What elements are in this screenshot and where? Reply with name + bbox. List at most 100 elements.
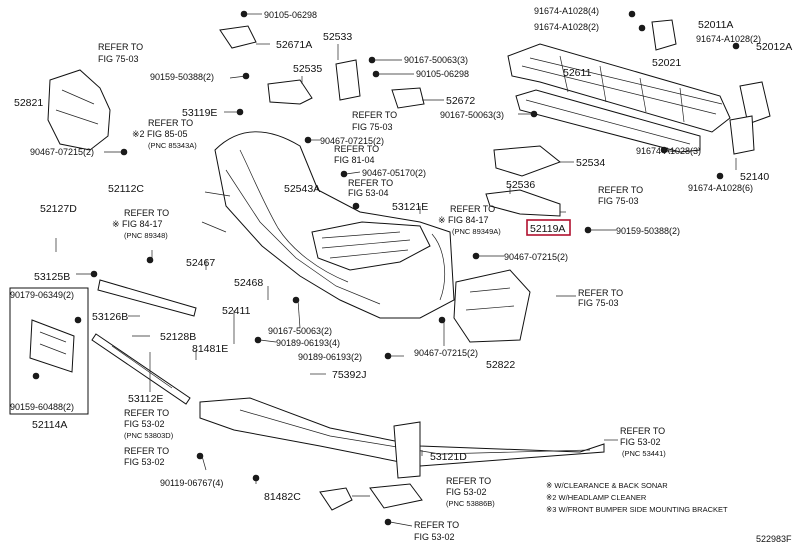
- bolt-label-91674-A1028-3[interactable]: 91674-A1028(3): [636, 146, 701, 156]
- legend-line-1: ※ W/CLEARANCE & BACK SONAR: [546, 481, 668, 490]
- refer-note-line2: FIG 53-02: [124, 457, 165, 467]
- part-label-81481E[interactable]: 81481E: [192, 343, 228, 355]
- refer-note-line2: FIG 75-03: [98, 54, 139, 64]
- part-label-53112E[interactable]: 53112E: [128, 393, 163, 405]
- refer-note-fig81-04[interactable]: REFER TO FIG 81-04: [334, 144, 379, 165]
- part-label-75392J[interactable]: 75392J: [332, 369, 366, 381]
- part-label-52534[interactable]: 52534: [576, 157, 605, 169]
- part-label-52533[interactable]: 52533: [323, 31, 352, 43]
- refer-note-line1: REFER TO: [124, 446, 169, 456]
- refer-note-line1: REFER TO: [578, 288, 623, 298]
- refer-note-fig75-03-topleft[interactable]: REFER TO FIG 75-03: [98, 42, 143, 64]
- refer-note-line2: FIG 75-03: [578, 298, 619, 308]
- refer-note-fig85-05[interactable]: REFER TO ※2 FIG 85-05 (PNC 85343A): [132, 118, 197, 150]
- part-label-52127D[interactable]: 52127D: [40, 203, 77, 215]
- part-label-53125B[interactable]: 53125B: [34, 271, 70, 283]
- refer-note-fig75-03-lowright[interactable]: REFER TO FIG 75-03: [578, 288, 623, 308]
- bolt-label-91674-A1028-6[interactable]: 91674-A1028(6): [688, 183, 753, 193]
- part-label-52467[interactable]: 52467: [186, 257, 215, 269]
- refer-note-line1: REFER TO: [98, 42, 143, 52]
- bumper-cover-sketch: [201, 131, 455, 319]
- legend-line-3: ※3 W/FRONT BUMPER SIDE MOUNTING BRACKET: [546, 505, 728, 514]
- bolt-label-90467-07215-2-c[interactable]: 90467-07215(2): [504, 252, 568, 262]
- refer-note-line2: FIG 53-02: [620, 437, 661, 447]
- bolt-label-90467-07215-2-d[interactable]: 90467-07215(2): [414, 348, 478, 358]
- lamp-81482C-sketch: [319, 487, 353, 511]
- reinforcement-beam-sketch: [507, 43, 731, 133]
- part-label-52140[interactable]: 52140: [740, 171, 769, 183]
- part-label-52021[interactable]: 52021: [652, 57, 681, 69]
- part-label-52535[interactable]: 52535: [293, 63, 322, 75]
- part-label-52119A[interactable]: 52119A: [530, 223, 565, 235]
- refer-note-fig53-02-left[interactable]: REFER TO FIG 53-02: [124, 446, 169, 467]
- part-label-52536[interactable]: 52536: [506, 179, 535, 191]
- bolt-label-90167-50063-3-top[interactable]: 90167-50063(3): [404, 55, 468, 65]
- refer-note-line2: FIG 53-02: [446, 487, 487, 497]
- part-label-81482C[interactable]: 81482C: [264, 491, 301, 503]
- part-label-52672[interactable]: 52672: [446, 95, 475, 107]
- part-label-52114A[interactable]: 52114A: [32, 419, 67, 431]
- leader-lines: [55, 13, 737, 527]
- part-label-52011A[interactable]: 52011A: [698, 19, 733, 31]
- fender-liner-left-sketch: [47, 69, 111, 151]
- bolt-label-91674-A1028-2[interactable]: 91674-A1028(2): [534, 22, 599, 32]
- bolt-label-90159-50388-2-left[interactable]: 90159-50388(2): [150, 72, 214, 82]
- refer-note-line1: REFER TO: [124, 208, 169, 218]
- bolt-label-90119-06767-4[interactable]: 90119-06767(4): [160, 478, 223, 488]
- bracket-52534-sketch: [485, 145, 562, 217]
- bolt-label-91674-A1028-2b[interactable]: 91674-A1028(2): [696, 34, 761, 44]
- part-label-52543A[interactable]: 52543A: [284, 183, 320, 195]
- refer-note-fig53-02-pnc53886B[interactable]: REFER TO FIG 53-02 (PNC 53886B): [446, 476, 495, 508]
- refer-note-fig53-02-bottom[interactable]: REFER TO FIG 53-02: [414, 520, 459, 542]
- refer-note-fig75-03-right[interactable]: REFER TO FIG 75-03: [598, 185, 643, 206]
- part-label-53119E[interactable]: 53119E: [182, 107, 217, 119]
- bolt-label-90159-60488-2[interactable]: 90159-60488(2): [10, 402, 74, 412]
- legend-line-2: ※2 W/HEADLAMP CLEANER: [546, 493, 647, 502]
- side-strips-sketch: [91, 279, 197, 405]
- part-label-52468[interactable]: 52468: [234, 277, 263, 289]
- refer-note-line1: REFER TO: [352, 110, 397, 120]
- bolt-label-90105-06298-mid[interactable]: 90105-06298: [416, 69, 469, 79]
- part-label-53121D[interactable]: 53121D: [430, 451, 467, 463]
- bolt-label-90189-06193-2[interactable]: 90189-06193(2): [298, 352, 362, 362]
- bolt-label-90167-50063-2[interactable]: 90167-50063(2): [268, 326, 332, 336]
- bolt-label-91674-A1028-4[interactable]: 91674-A1028(4): [534, 6, 599, 16]
- refer-note-fig53-04[interactable]: REFER TO FIG 53-04: [348, 178, 393, 198]
- bolt-label-90179-06349-2[interactable]: 90179-06349(2): [10, 290, 74, 300]
- part-label-53121E[interactable]: 53121E: [392, 201, 428, 213]
- refer-note-line1: REFER TO: [620, 426, 665, 436]
- highlight-box-52119A: [526, 219, 571, 236]
- refer-note-line2: ※ FIG 84-17: [438, 215, 489, 225]
- part-label-52821[interactable]: 52821: [14, 97, 43, 109]
- part-label-52012A[interactable]: 52012A: [756, 41, 792, 53]
- refer-note-fig53-02-pnc53441[interactable]: REFER TO FIG 53-02 (PNC 53441): [620, 426, 666, 458]
- bolt-label-90189-06193-4[interactable]: 90189-06193(4): [276, 338, 340, 348]
- part-label-53126B[interactable]: 53126B: [92, 311, 128, 323]
- part-label-52128B[interactable]: 52128B: [160, 331, 196, 343]
- bolt-label-90105-06298-top[interactable]: 90105-06298: [264, 10, 317, 20]
- refer-note-fig84-17-right[interactable]: REFER TO ※ FIG 84-17 (PNC 89349A): [438, 204, 501, 236]
- bracket-52011A-sketch: [651, 19, 771, 155]
- refer-note-line3: (PNC 89348): [124, 231, 168, 240]
- bolt-label-90467-07215-2-a[interactable]: 90467-07215(2): [320, 136, 384, 146]
- refer-note-fig53-02-pnc53803D[interactable]: REFER TO FIG 53-02 (PNC 53803D): [124, 408, 174, 440]
- part-label-52671A[interactable]: 52671A: [276, 39, 312, 51]
- refer-notes: REFER TO FIG 75-03 REFER TO ※2 FIG 85-05…: [98, 42, 666, 542]
- refer-note-line1: REFER TO: [148, 118, 193, 128]
- part-label-52611[interactable]: 52611: [563, 67, 592, 79]
- part-label-52822[interactable]: 52822: [486, 359, 515, 371]
- bolt-label-90167-50063-3-mid[interactable]: 90167-50063(3): [440, 110, 504, 120]
- bolt-label-90467-07215-2-b[interactable]: 90467-07215(2): [30, 147, 94, 157]
- refer-note-line1: REFER TO: [414, 520, 459, 530]
- refer-note-fig84-17-left[interactable]: REFER TO ※ FIG 84-17 (PNC 89348): [112, 208, 169, 240]
- part-label-52112C[interactable]: 52112C: [108, 183, 144, 195]
- part-number-labels: 52671A 52533 52535 52821 53119E 52672 52…: [14, 19, 792, 503]
- refer-note-fig75-03-mid[interactable]: REFER TO FIG 75-03: [352, 110, 397, 132]
- refer-note-line3: (PNC 85343A): [148, 141, 197, 150]
- bolt-label-90159-50388-2-right[interactable]: 90159-50388(2): [616, 226, 680, 236]
- refer-note-line2: FIG 81-04: [334, 155, 375, 165]
- bolt-label-90467-05170-2[interactable]: 90467-05170(2): [362, 168, 426, 178]
- fasteners: [32, 10, 740, 526]
- part-label-52411[interactable]: 52411: [222, 305, 251, 317]
